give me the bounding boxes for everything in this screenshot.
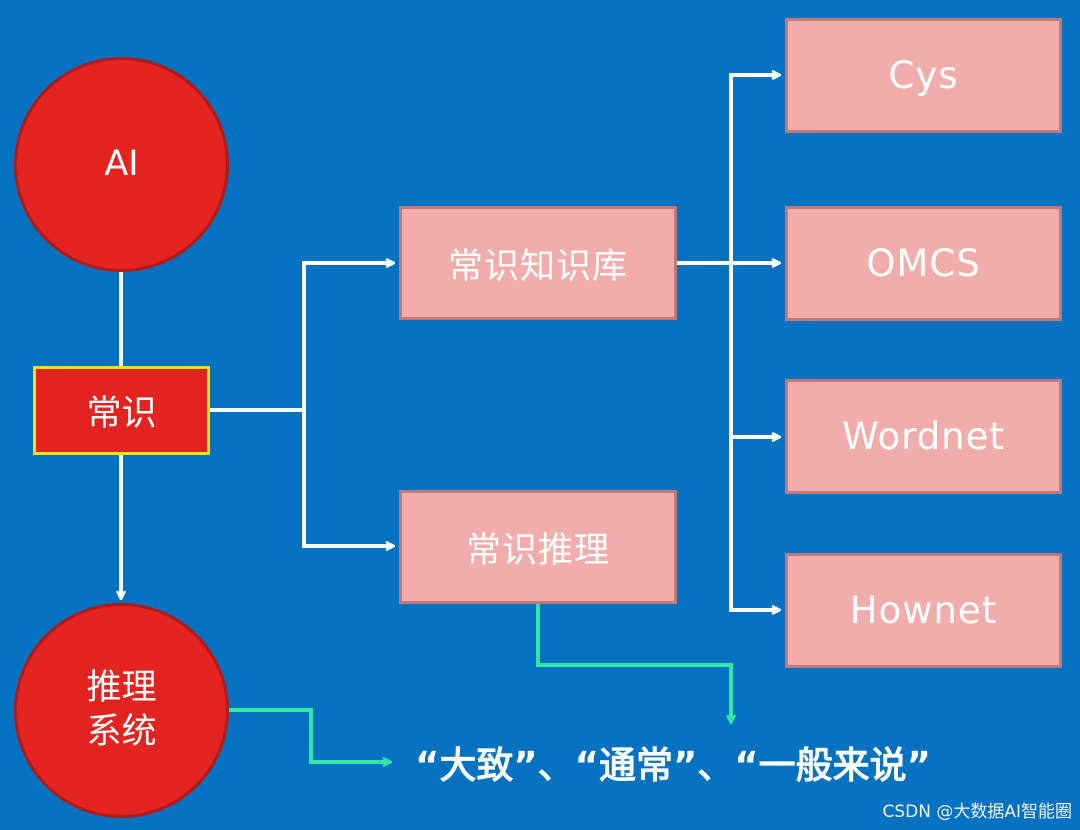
arrow-reasoning-system-to-caption [229,708,390,762]
common-sense-reasoning-label: 常识推理 [465,530,610,571]
reasoning-system-label: 推理 系统 [86,667,157,752]
knowledge-base-node: 常识知识库 [399,206,677,320]
kb-item-label: Wordnet [842,415,1005,458]
ai-label: AI [104,143,139,184]
kb-item-label: Hownet [849,589,998,632]
arrow-inference-to-caption [536,604,731,722]
kb-item-label: OMCS [866,242,981,285]
kb-item-hownet: Hownet [785,553,1062,668]
knowledge-base-label: 常识知识库 [447,246,628,287]
kb-item-omcs: OMCS [785,206,1062,321]
ai-node: AI [14,57,229,272]
reasoning-system-node: 推理 系统 [14,603,229,818]
caption-text: “大致”、“通常”、“一般来说” [415,744,931,787]
kb-item-label: Cys [888,54,959,97]
common-sense-label: 常识 [86,394,157,434]
kb-item-wordnet: Wordnet [785,379,1062,494]
kb-item-cys: Cys [785,18,1062,133]
common-sense-reasoning-node: 常识推理 [399,490,677,604]
common-sense-node: 常识 [33,366,210,455]
watermark: CSDN @大数据AI智能圈 [882,802,1072,822]
